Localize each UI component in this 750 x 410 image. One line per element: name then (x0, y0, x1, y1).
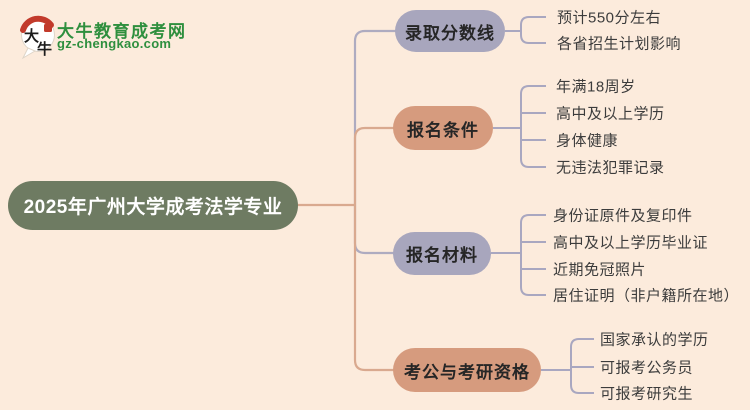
leaf-item: 年满18周岁 (556, 78, 636, 96)
leaf-item: 各省招生计划影响 (557, 35, 682, 53)
branch4-line (353, 205, 394, 372)
branch1-line (353, 29, 397, 205)
branch2-line (353, 126, 394, 205)
branch3-bracket (520, 214, 546, 296)
leaf-item: 身份证原件及复印件 (553, 207, 693, 225)
leaf-item: 近期免冠照片 (553, 261, 647, 279)
branch-node-admission-score: 录取分数线 (395, 10, 505, 52)
leaf-item: 可报考研究生 (600, 385, 694, 403)
leaf-item: 身体健康 (556, 132, 619, 150)
leaf-item: 高中及以上学历毕业证 (553, 234, 709, 252)
svg-text:大: 大 (24, 27, 39, 45)
branch4-bracket (570, 338, 594, 394)
branch1-bracket (520, 16, 546, 44)
leaf-item: 预计550分左右 (557, 9, 662, 27)
branch3-line (353, 205, 394, 255)
root-topic-node: 2025年广州大学成考法学专业 (8, 181, 298, 230)
branch-node-civil-service-postgrad: 考公与考研资格 (393, 348, 541, 392)
svg-text:牛: 牛 (37, 40, 52, 58)
leaf-item: 高中及以上学历 (556, 105, 665, 123)
leaf-item: 可报考公务员 (600, 359, 694, 377)
site-logo: 大 牛 大牛教育成考网 gz-chengkao.com (0, 0, 200, 70)
leaf-item: 居住证明（非户籍所在地） (553, 287, 740, 305)
site-domain: gz-chengkao.com (57, 36, 172, 51)
leaf-item: 国家承认的学历 (600, 331, 709, 349)
daniu-logo-icon: 大 牛 (20, 15, 55, 60)
site-name: 大牛教育成考网 (57, 22, 187, 41)
leaf-item: 无违法犯罪记录 (556, 159, 665, 177)
branch2-bracket (520, 85, 546, 168)
branch-node-registration-conditions: 报名条件 (393, 106, 493, 150)
branch-node-registration-materials: 报名材料 (393, 232, 491, 275)
